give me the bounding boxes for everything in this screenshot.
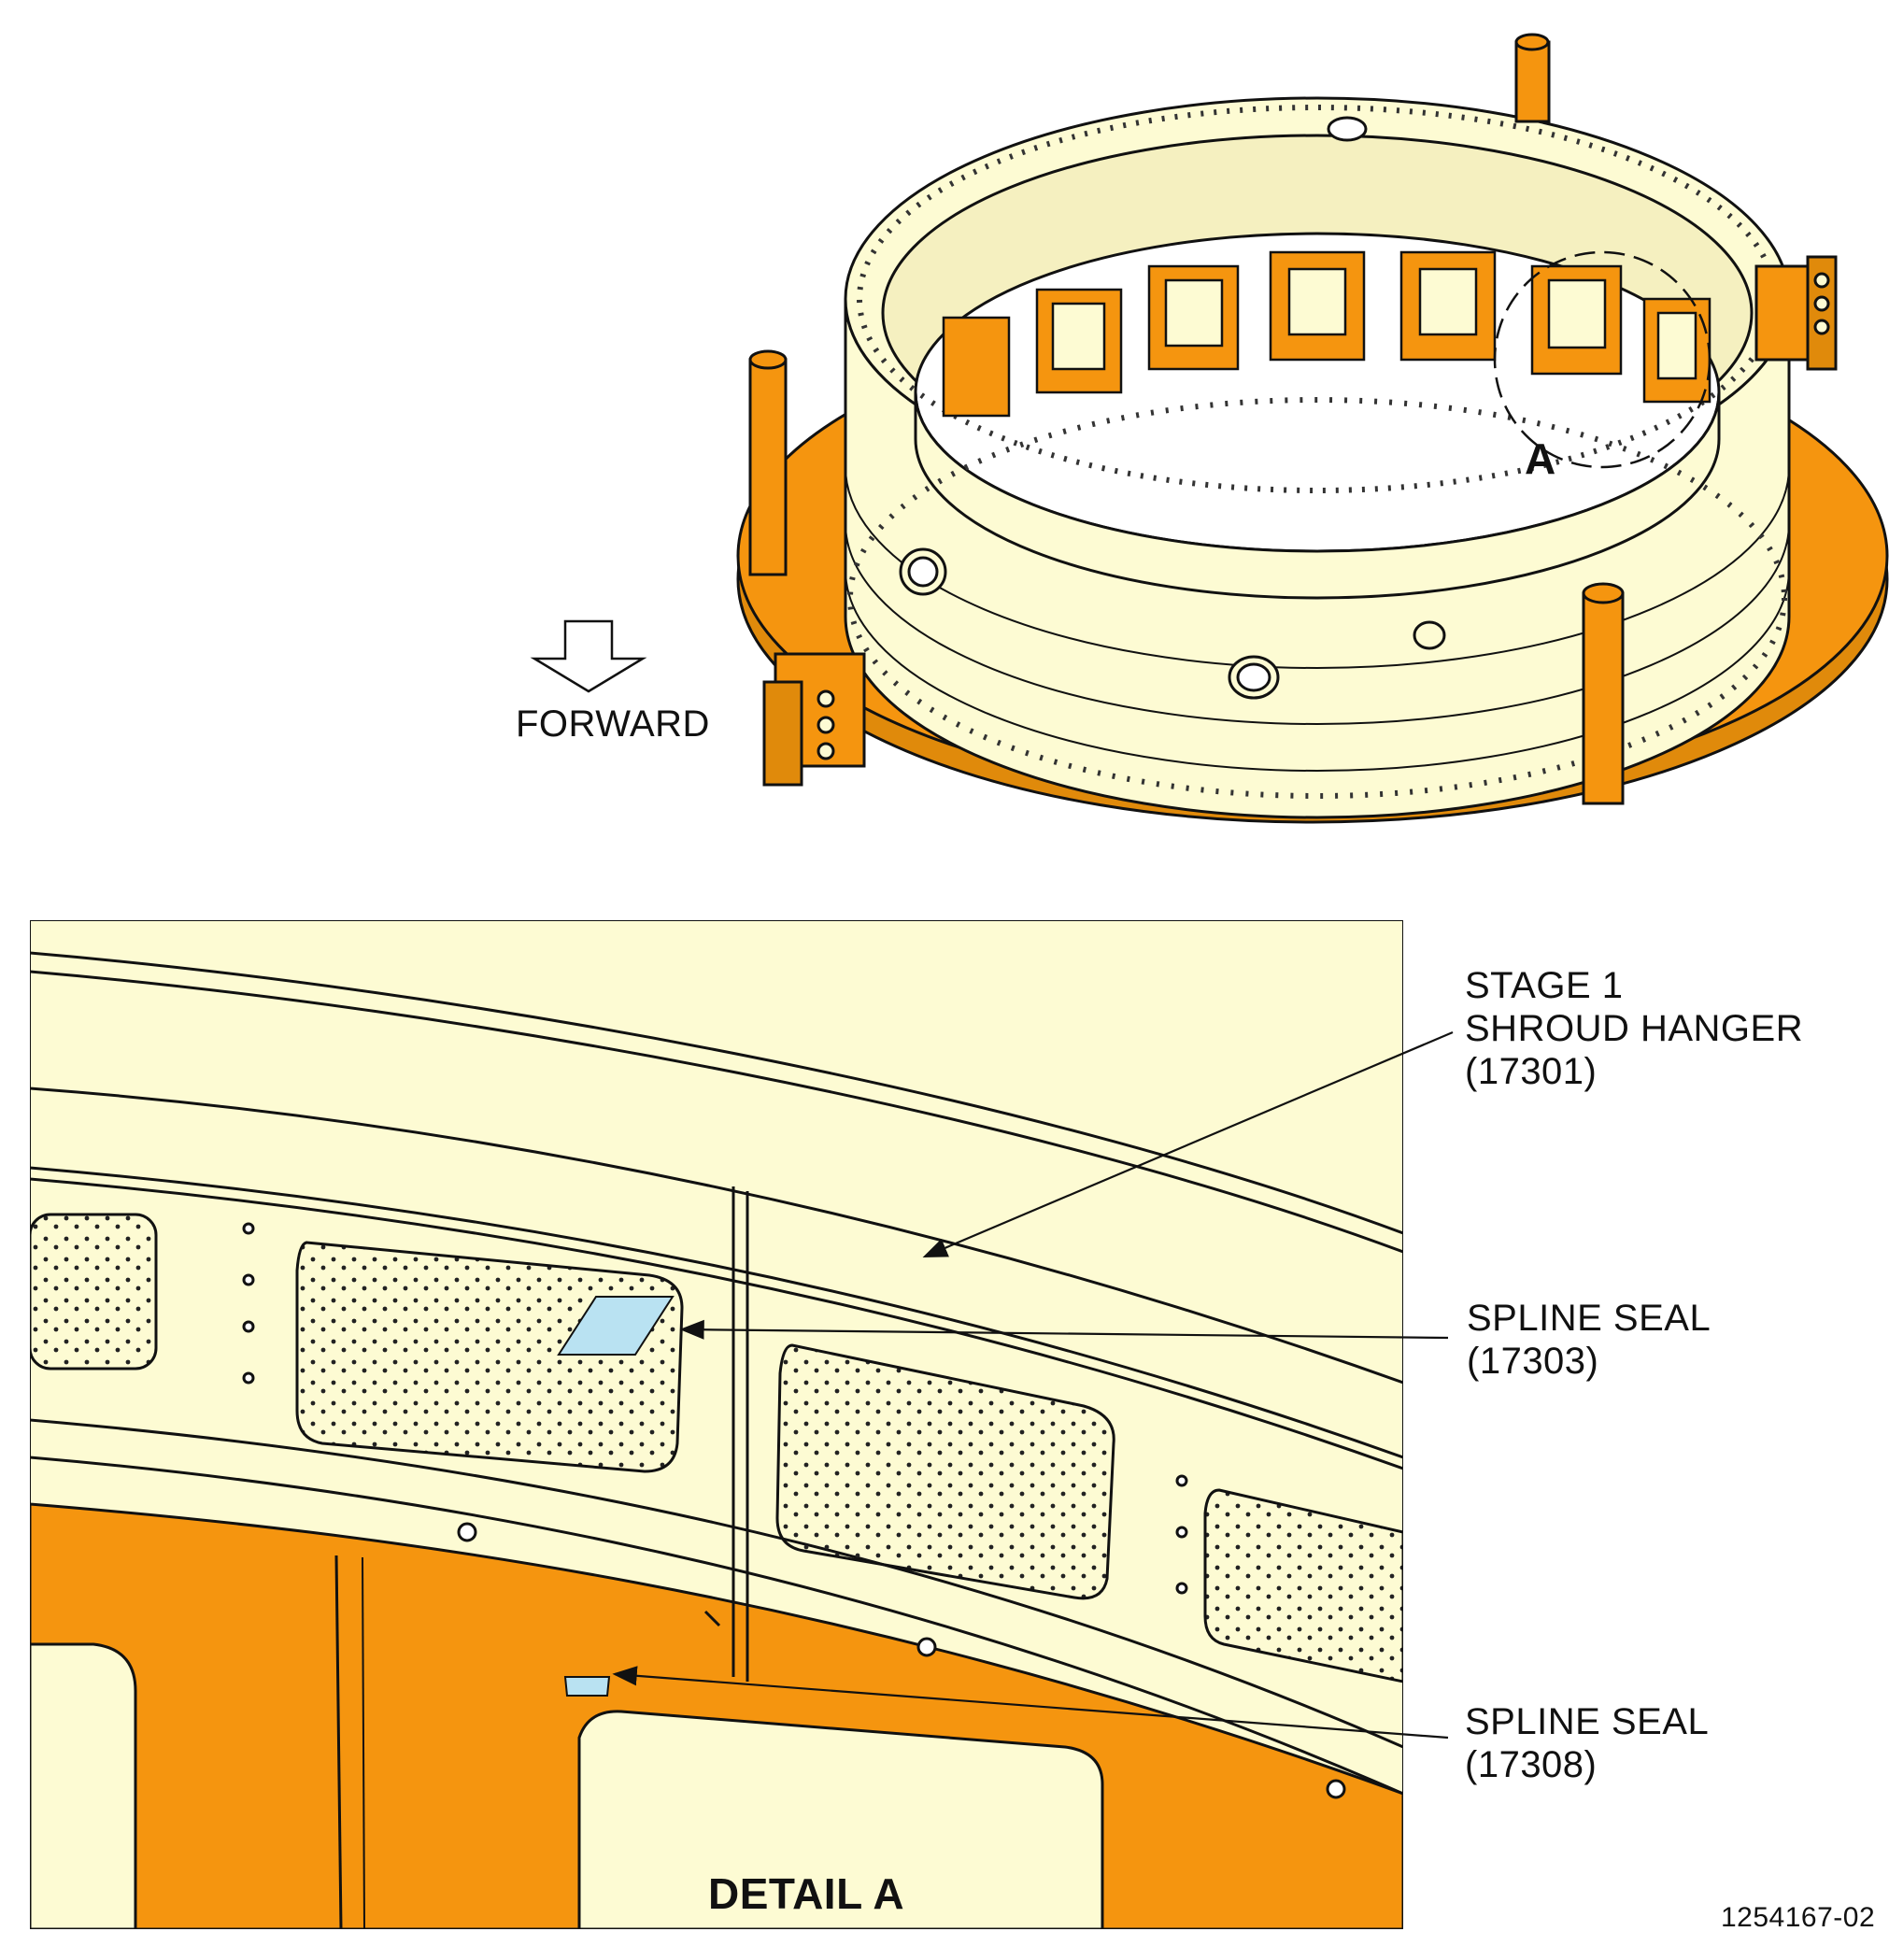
callout-line: (17303): [1467, 1341, 1599, 1382]
fixture-posts: [748, 33, 1625, 805]
detail-a-marker: [1493, 250, 1711, 469]
shroud-pads: [30, 1213, 1403, 1683]
spline-seal-17308: [563, 1676, 611, 1697]
document-number: 1254167-02: [1721, 1902, 1876, 1933]
callout-leaders: [612, 1030, 1454, 1740]
callout-line: STAGE 1: [1465, 965, 1624, 1006]
callout-spline-seal-17308: SPLINE SEAL (17308): [1465, 1700, 1709, 1786]
fixture-brackets: [762, 255, 1838, 787]
detail-a-marker-label: A: [1525, 434, 1556, 483]
callout-spline-seal-17303: SPLINE SEAL (17303): [1467, 1297, 1711, 1383]
detail-title: DETAIL A: [708, 1869, 905, 1918]
callout-line: SPLINE SEAL: [1467, 1298, 1711, 1339]
shroud-hanger-segments: [942, 250, 1711, 418]
spline-seal-17303: [557, 1296, 675, 1356]
callout-line: (17301): [1465, 1051, 1598, 1092]
callout-stage1-shroud-hanger: STAGE 1 SHROUD HANGER (17301): [1465, 964, 1803, 1093]
fixture-assembly-view: [530, 33, 1889, 824]
callout-line: SHROUD HANGER: [1465, 1008, 1804, 1049]
casing-ports: [899, 116, 1446, 700]
detail-a-view: [30, 920, 1403, 1929]
forward-arrow-icon: [530, 619, 647, 693]
forward-label: FORWARD: [516, 703, 710, 745]
callout-line: (17308): [1465, 1744, 1598, 1785]
callout-line: SPLINE SEAL: [1465, 1701, 1710, 1742]
